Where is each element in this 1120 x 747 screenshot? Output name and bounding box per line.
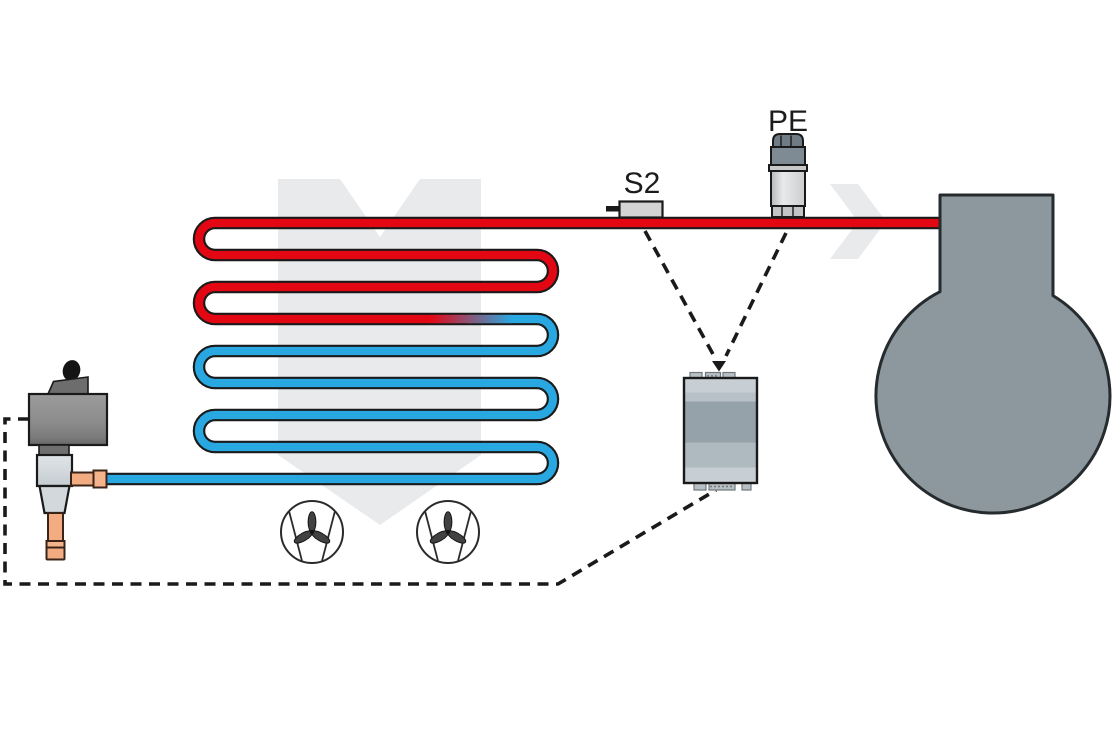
fan-blades [429, 511, 467, 544]
copper-outlet-fitting [70, 471, 95, 487]
fan-left [280, 500, 344, 564]
valve-lower-block [38, 484, 71, 515]
fan-guard-line [288, 510, 303, 562]
signal-arrowhead [712, 361, 726, 372]
fan-guard-line [424, 510, 439, 562]
compressor [874, 193, 1112, 515]
hot-gas-line [194, 218, 940, 324]
fan-guard-line [321, 510, 336, 562]
valve-top-cap [46, 376, 89, 395]
valve-coil-dome [62, 360, 81, 381]
signal-lines [3, 230, 788, 586]
controller-display-band [684, 401, 757, 443]
controller-border [682, 376, 759, 485]
sensor-body [618, 200, 664, 219]
sensor-pin [606, 206, 620, 212]
valve-solenoid-body [27, 392, 109, 447]
temperature-sensor-s2 [606, 200, 664, 219]
fan-guard-line [457, 510, 472, 562]
cold-liquid-line [100, 314, 558, 484]
pe-signal-dashed-line [724, 232, 788, 357]
pe-body [770, 170, 806, 207]
pe-upper-block [770, 146, 806, 166]
valve-control-dashed-line [3, 417, 717, 586]
pressure-transmitter-pe [768, 133, 808, 218]
s2-signal-dashed-line [643, 230, 716, 357]
copper-outlet-ring [92, 469, 108, 489]
valve-upper-block [35, 453, 74, 488]
valve-neck [38, 444, 70, 456]
copper-inlet-tube [47, 512, 64, 542]
controller [682, 371, 759, 491]
pe-hex-base [771, 205, 805, 218]
controller-band [684, 442, 757, 468]
pe-label: PE [768, 105, 808, 138]
controller-band [684, 392, 757, 402]
evaporator-coil [100, 216, 940, 486]
expansion-valve [27, 360, 109, 561]
copper-inlet-sleeve [45, 546, 66, 561]
fan-blades [293, 511, 331, 544]
s2-label: S2 [624, 167, 661, 200]
fan-right [416, 500, 480, 564]
